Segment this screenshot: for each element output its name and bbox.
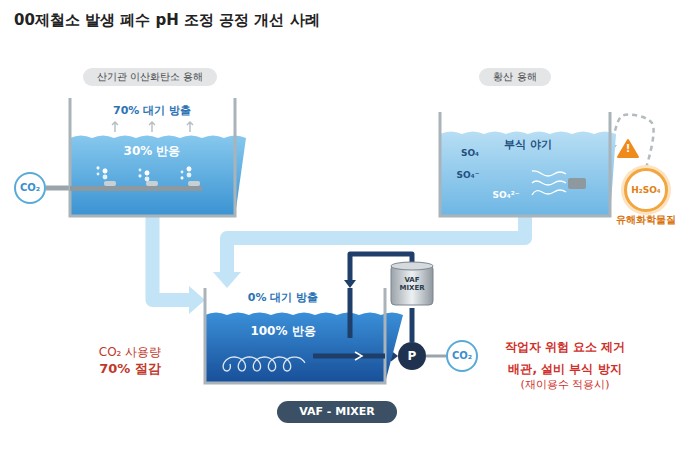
- pipe-connector: [410, 308, 415, 342]
- flow-arrow: [153, 216, 190, 300]
- tank-drawing: [440, 112, 610, 216]
- bubble: [187, 167, 192, 172]
- tank-text: 30% 반응: [124, 144, 181, 158]
- mixer-cap: [391, 262, 433, 270]
- node-label: CO₂: [20, 182, 40, 194]
- tank-text: 0% 대기 방출: [248, 291, 318, 304]
- vent-arrow: [187, 122, 193, 132]
- node-label: CO₂: [452, 350, 472, 362]
- warning-mark: !: [626, 143, 631, 155]
- warning-triangle: [618, 140, 638, 157]
- bubble: [139, 175, 142, 178]
- bubble: [103, 169, 108, 174]
- flow-line: [532, 181, 566, 185]
- bubble: [97, 173, 100, 176]
- water: [205, 313, 403, 384]
- tank-wall: [440, 112, 610, 216]
- pump-circle: P: [398, 342, 426, 370]
- mixing-swirl: [223, 357, 305, 371]
- benefit-note: (재이용수 적용시): [520, 378, 609, 391]
- pipe-connector: [426, 355, 446, 358]
- gas-input-circle: CO₂: [14, 172, 46, 204]
- inner-pipe: [313, 288, 385, 356]
- bubble: [103, 175, 108, 180]
- bubble: [145, 171, 150, 176]
- bubble: [103, 169, 108, 174]
- gas-input-circle: CO₂: [446, 340, 478, 372]
- node-label: P: [408, 349, 417, 363]
- benefit-figure: 70% 절감: [99, 361, 161, 377]
- tank: 0% 대기 방출 100% 반응: [205, 288, 385, 383]
- benefit-text: 배관, 설비 부식 방지: [508, 362, 621, 376]
- process-label: VAF - MIXER: [277, 401, 397, 422]
- mixer-body: [391, 265, 433, 305]
- pipe-connector: [46, 186, 70, 191]
- diffuser: [568, 178, 586, 189]
- node-label: VAF - MIXER: [299, 405, 375, 418]
- bubble: [97, 167, 100, 170]
- vent-arrow: [149, 122, 155, 132]
- bubble: [145, 171, 150, 176]
- benefit-text: 작업자 위험 요소 제거: [505, 340, 626, 354]
- chemical-formula: H₂SO₄: [631, 185, 661, 196]
- tank: 70% 대기 방출 30% 반응: [70, 98, 235, 216]
- bubble: [97, 167, 100, 170]
- node-label: VAF MIXER: [395, 277, 429, 292]
- flow-arrow: [355, 352, 362, 360]
- bubble: [139, 175, 142, 178]
- tank-text: 70% 대기 방출: [113, 104, 191, 117]
- bubble: [181, 171, 184, 174]
- water: [70, 136, 246, 217]
- hazard-label: 유해화학물질: [616, 214, 676, 226]
- diagram-title: 00제철소 발생 폐수 pH 조정 공정 개선 사례: [14, 11, 320, 29]
- water: [440, 132, 616, 217]
- tank: SO₄ 부식 야기 SO₄⁻ SO₄²⁻: [440, 112, 610, 216]
- flow-line: [532, 190, 566, 195]
- tank-wall: [70, 98, 235, 216]
- tank-text: SO₄⁻: [457, 170, 480, 181]
- diffuser-pipe: [70, 186, 202, 191]
- bubble: [187, 173, 192, 178]
- mixer-cylinder: VAF MIXER: [391, 262, 433, 308]
- tank-text: SO₄: [461, 148, 479, 159]
- flow-arrow: [227, 216, 525, 272]
- node-label: 산기관 이산화탄소 용해: [97, 71, 203, 83]
- stage-label: 황산 용해: [479, 68, 550, 86]
- tank-text: SO₄²⁻: [493, 190, 520, 201]
- bubble: [181, 177, 184, 180]
- bubble: [187, 167, 192, 172]
- stage-label: 산기관 이산화탄소 용해: [83, 68, 217, 86]
- tank-wall: [205, 288, 385, 383]
- bubble: [145, 177, 150, 182]
- bubble: [181, 177, 184, 180]
- tank-text: 부식 야기: [504, 138, 552, 151]
- vent-arrow: [112, 122, 118, 132]
- diffuser: [146, 181, 158, 186]
- flow-line: [532, 171, 566, 176]
- diffuser: [188, 181, 200, 186]
- pipe-connector: [613, 115, 654, 168]
- benefit-text: CO₂ 사용량: [99, 345, 161, 359]
- tank-text: 100% 반응: [250, 324, 315, 338]
- node-label: 황산 용해: [493, 71, 536, 83]
- chemical-circle: H₂SO₄유해화학물질: [624, 168, 668, 212]
- bubble: [139, 169, 142, 172]
- diffuser: [104, 181, 116, 186]
